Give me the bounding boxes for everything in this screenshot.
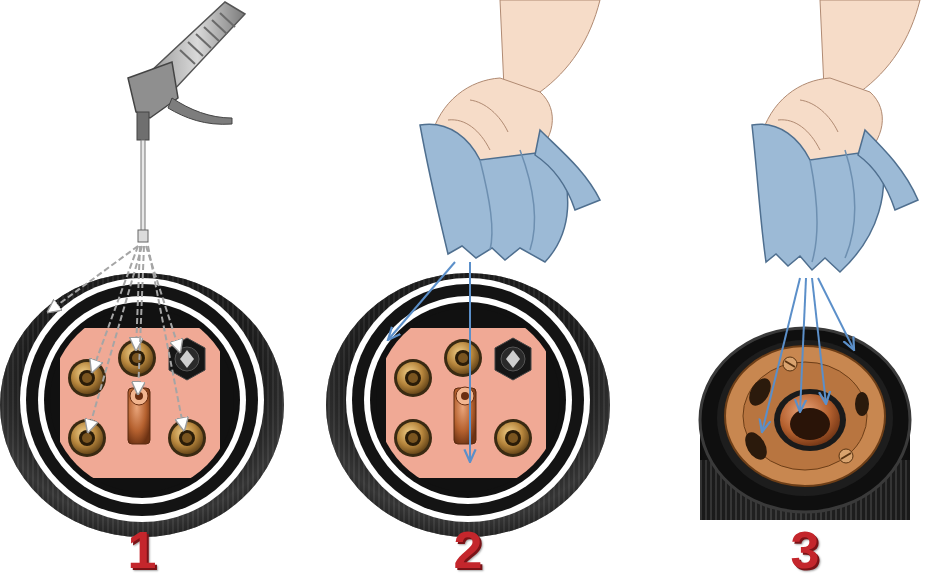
- step-number: 2: [454, 524, 483, 576]
- hand-with-cloth: [752, 0, 920, 272]
- step-number: 3: [791, 524, 820, 576]
- wipe-arrows: [762, 278, 854, 432]
- step-number: 1: [128, 524, 157, 576]
- wipe-arrows: [388, 262, 470, 462]
- air-gun: [128, 2, 245, 242]
- connector-plug: [326, 273, 610, 537]
- hand-with-cloth: [420, 0, 600, 262]
- air-arrows: [48, 246, 184, 432]
- connector-socket: [700, 328, 910, 520]
